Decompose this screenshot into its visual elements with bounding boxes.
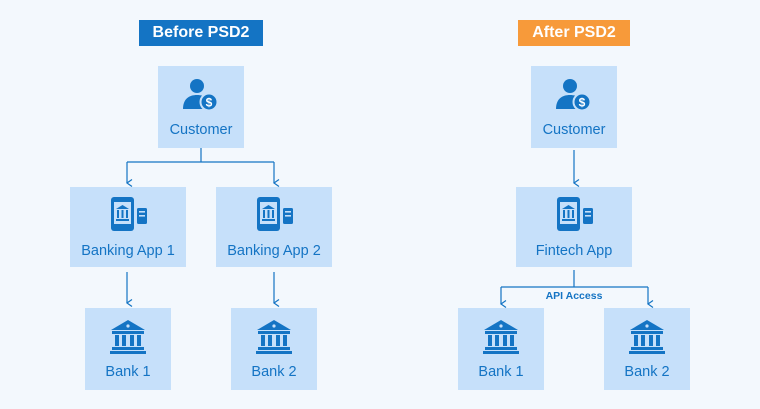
banking-app-1-label: Banking App 1 [81, 243, 175, 259]
user-dollar-icon: $ [183, 79, 219, 112]
user-dollar-icon: $ [556, 79, 592, 112]
connector-customer-split [127, 148, 274, 163]
bank-2-label: Bank 2 [251, 364, 297, 380]
banking-app-1-node: Banking App 1 [70, 187, 186, 267]
after-customer-node: $ Customer [531, 66, 617, 148]
after-bank-2-node: Bank 2 [604, 308, 690, 390]
customer-label: Customer [169, 122, 233, 138]
banking-app-2-node: Banking App 2 [216, 187, 332, 267]
before-bank-2-node: Bank 2 [231, 308, 317, 390]
after-psd2-title: After PSD2 [518, 20, 630, 46]
api-access-label: API Access [545, 290, 603, 302]
bank-building-icon [110, 320, 146, 354]
bank-2-label: Bank 2 [624, 364, 670, 380]
fintech-app-node: Fintech App [516, 187, 632, 267]
mobile-bank-icon [257, 197, 293, 231]
bank-building-icon [256, 320, 292, 354]
before-customer-node: $ Customer [158, 66, 244, 148]
banking-app-2-label: Banking App 2 [227, 243, 321, 259]
svg-text:$: $ [206, 96, 213, 110]
customer-label: Customer [542, 122, 606, 138]
svg-text:$: $ [579, 96, 586, 110]
fintech-app-label: Fintech App [535, 243, 613, 259]
before-psd2-title: Before PSD2 [139, 20, 263, 46]
mobile-bank-icon [111, 197, 147, 231]
bank-1-label: Bank 1 [478, 364, 524, 380]
connector-fintech-split [501, 270, 648, 288]
before-bank-1-node: Bank 1 [85, 308, 171, 390]
bank-building-icon [629, 320, 665, 354]
bank-1-label: Bank 1 [105, 364, 151, 380]
bank-building-icon [483, 320, 519, 354]
after-bank-1-node: Bank 1 [458, 308, 544, 390]
mobile-bank-icon [557, 197, 593, 231]
